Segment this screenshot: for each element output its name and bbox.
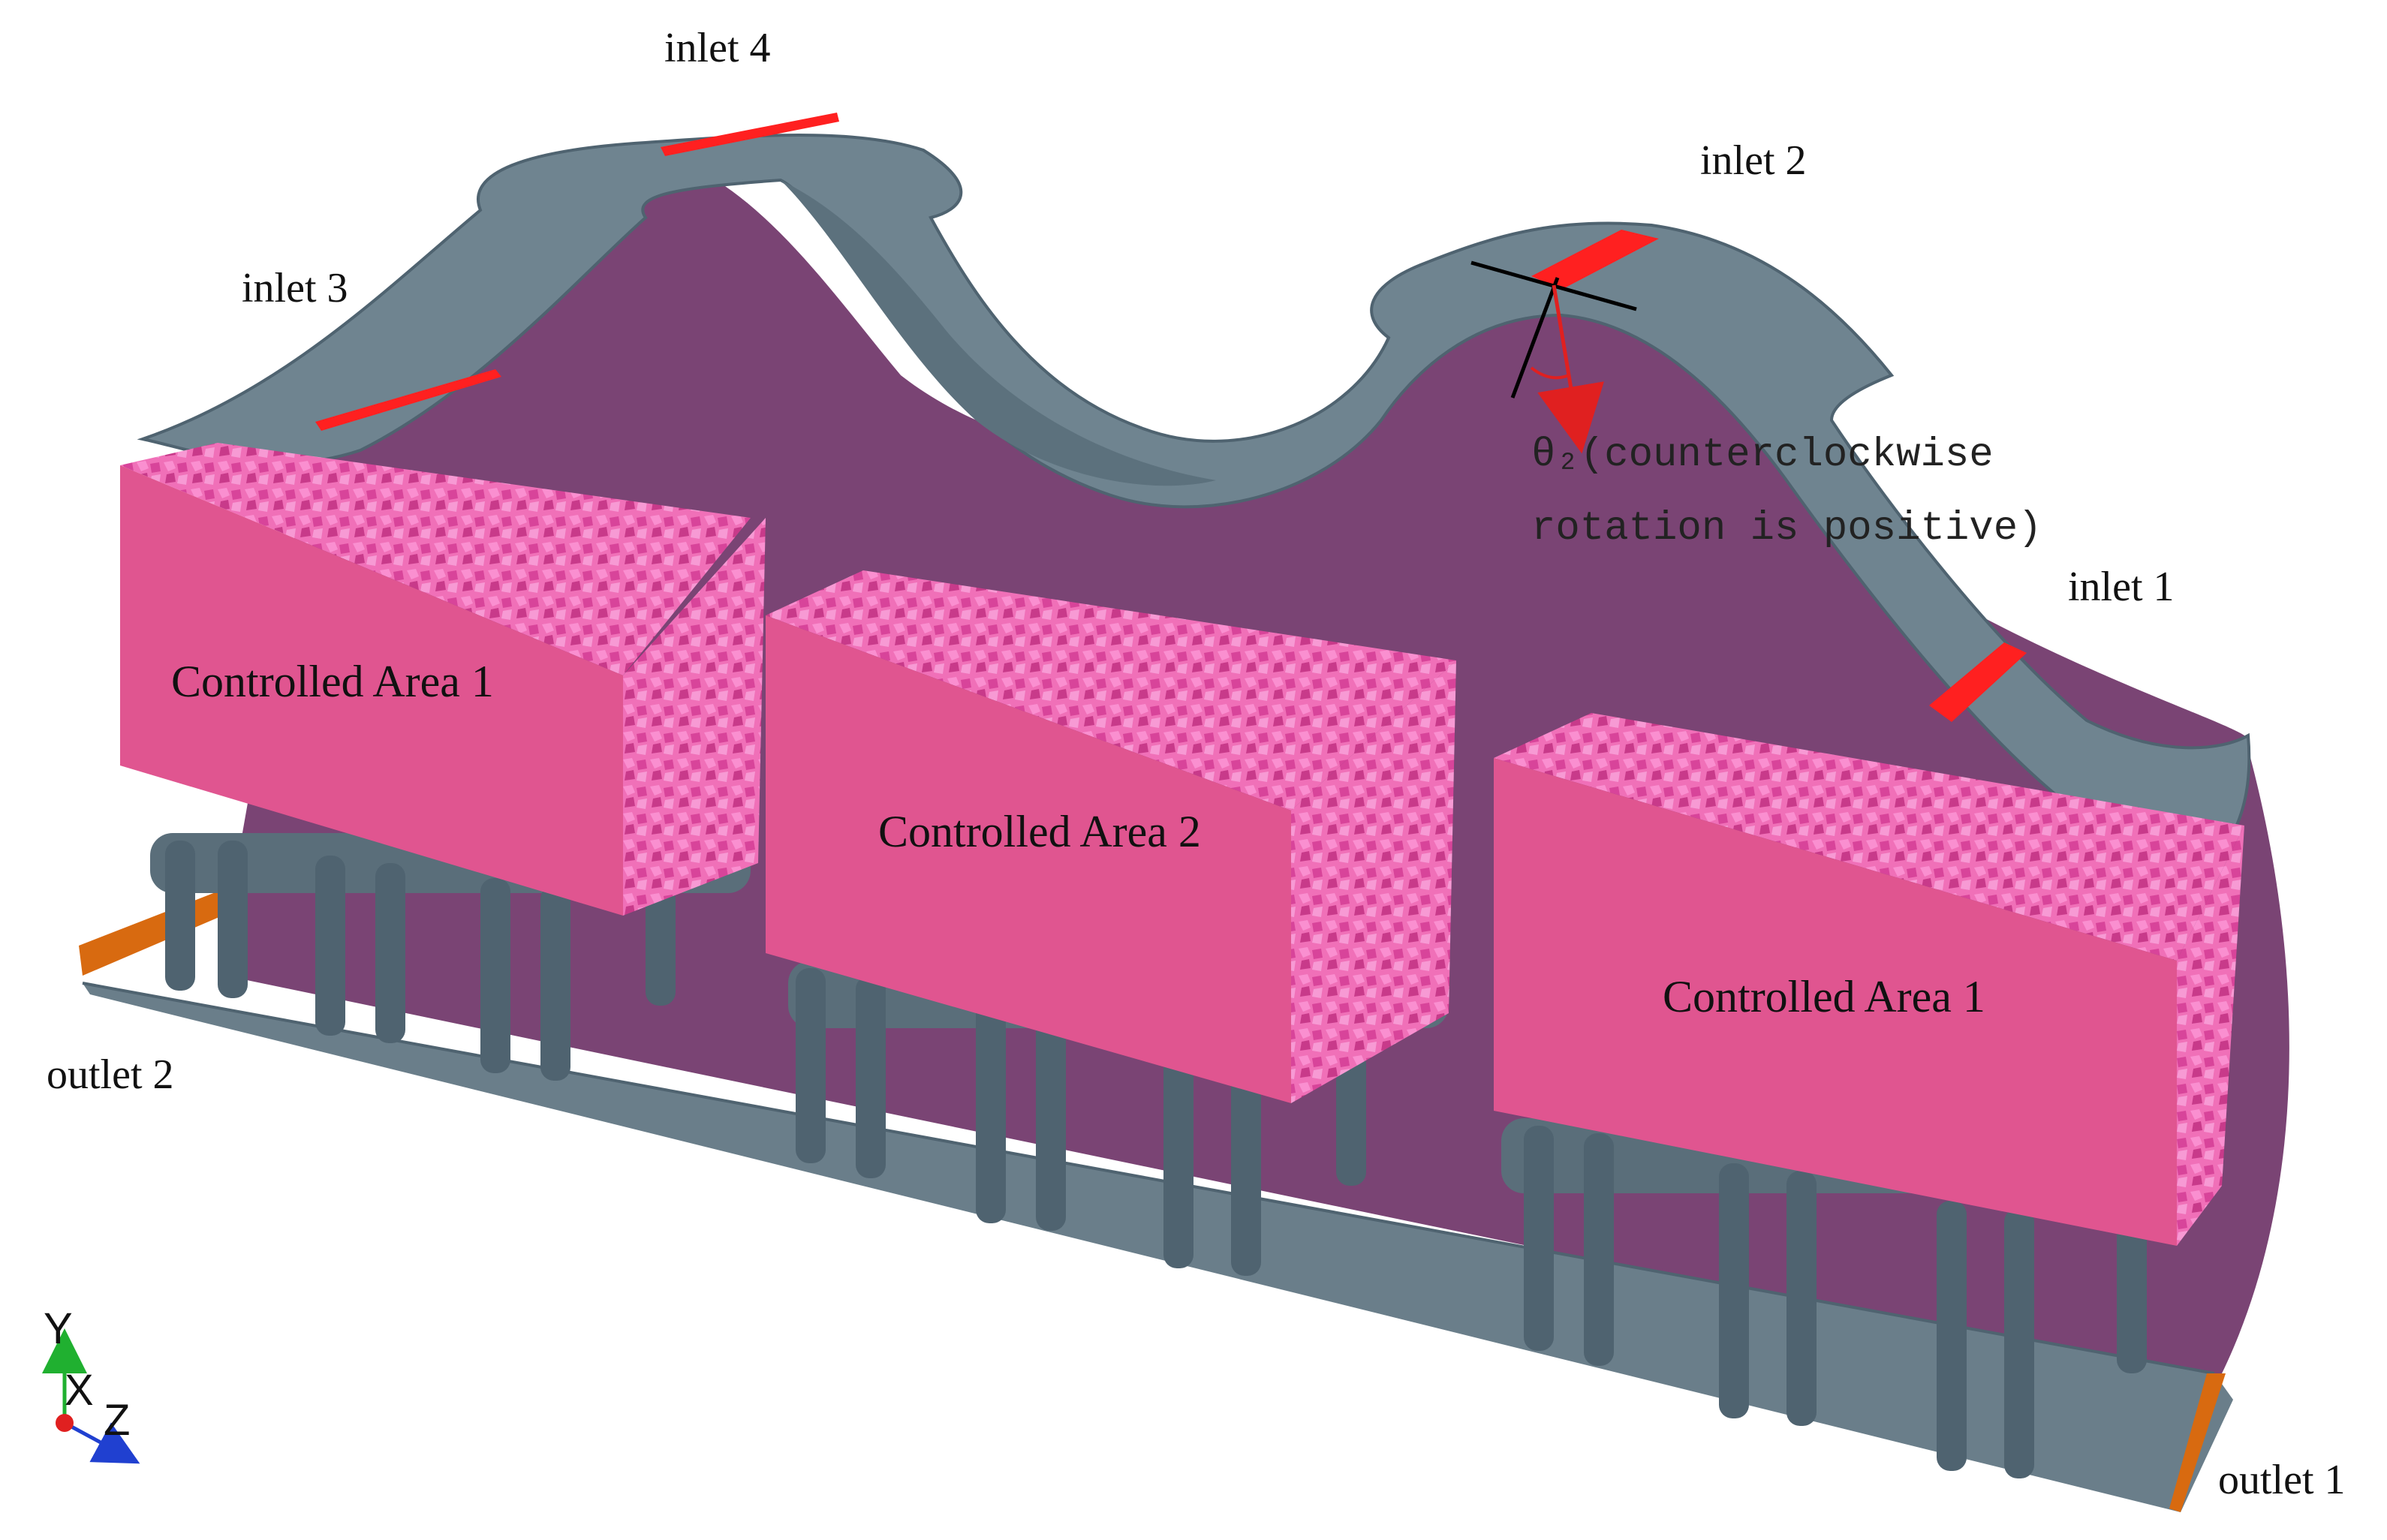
controlled-area-middle xyxy=(766,570,1456,1103)
axis-z-label: Z xyxy=(104,1396,130,1445)
outlet-1-marker xyxy=(2169,1373,2226,1512)
inlet-4-label: inlet 4 xyxy=(664,25,771,71)
floor-slab xyxy=(83,983,2233,1512)
duct-underside xyxy=(781,180,1216,486)
controlled-area-left xyxy=(120,443,766,916)
controlled-area-right xyxy=(1494,713,2244,1246)
controlled-area-middle-label: Controlled Area 2 xyxy=(878,807,1201,856)
inlet-3-marker xyxy=(315,369,501,431)
floor-edge xyxy=(82,982,2215,1375)
xyz-axis-triad-icon: Y X Z xyxy=(42,1304,140,1464)
angle-note-line1: θ₂(counterclockwise xyxy=(1531,432,1994,478)
angle-note-line2: rotation is positive) xyxy=(1531,506,2042,552)
controlled-area-right-label: Controlled Area 1 xyxy=(1663,972,1985,1021)
outlet-1-label: outlet 1 xyxy=(2218,1457,2346,1503)
outlet-2-label: outlet 2 xyxy=(47,1051,174,1098)
inlet-2-label: inlet 2 xyxy=(1700,137,1807,184)
controlled-area-left-label: Controlled Area 1 xyxy=(171,657,494,706)
axis-y-label: Y xyxy=(44,1304,73,1353)
outlet-2-marker xyxy=(79,886,240,976)
inlet-1-marker xyxy=(1929,642,2027,722)
angle-indicator xyxy=(1470,260,1637,454)
inlet-2-marker xyxy=(1531,230,1659,290)
axis-x-label: X xyxy=(65,1366,94,1415)
inlet-1-label: inlet 1 xyxy=(2068,564,2175,610)
inlet-4-marker xyxy=(661,113,839,156)
inlet-3-label: inlet 3 xyxy=(242,265,348,311)
